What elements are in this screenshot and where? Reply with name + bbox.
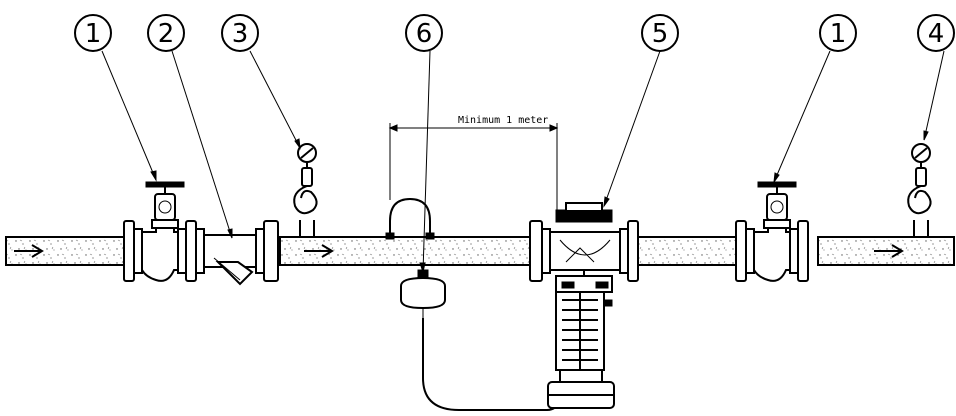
shutoff-valve-left: [123, 181, 197, 282]
callout-label: 6: [416, 19, 433, 49]
callout-1-right: 1: [819, 14, 857, 52]
callout-label: 5: [652, 19, 669, 49]
callout-4: 4: [917, 14, 955, 52]
callout-label: 2: [158, 19, 175, 49]
condensate-pot: [400, 265, 562, 411]
callout-3: 3: [221, 14, 259, 52]
pipe-segments: [5, 236, 955, 266]
impulse-tap: [385, 197, 435, 240]
flow-arrow-middle: [304, 244, 334, 258]
callout-label: 4: [928, 19, 945, 49]
pressure-regulator: [529, 202, 639, 409]
callout-label: 3: [232, 19, 249, 49]
leader-lines: [101, 50, 945, 274]
shutoff-valve-right: [735, 181, 809, 282]
dimension-label: Minimum 1 meter: [458, 115, 548, 126]
pressure-gauge-inlet: [293, 143, 318, 237]
pressure-gauge-outlet: [907, 143, 932, 237]
flow-arrow-inlet: [14, 244, 44, 258]
callout-6: 6: [405, 14, 443, 52]
callout-label: 1: [85, 19, 102, 49]
callout-2: 2: [147, 14, 185, 52]
dimension-minimum-distance: Minimum 1 meter: [388, 115, 559, 212]
callout-5: 5: [641, 14, 679, 52]
strainer: [195, 220, 279, 286]
callout-label: 1: [830, 19, 847, 49]
callout-1-left: 1: [74, 14, 112, 52]
flow-arrow-outlet: [874, 244, 904, 258]
